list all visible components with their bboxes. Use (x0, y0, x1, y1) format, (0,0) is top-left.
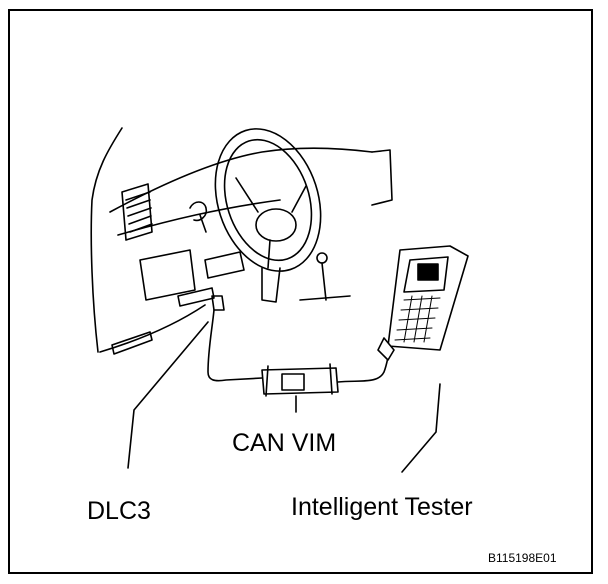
intelligent-tester-label: Intelligent Tester (291, 493, 473, 522)
figure-code-label: B115198E01 (488, 551, 557, 565)
can-vim-label: CAN VIM (232, 429, 336, 458)
steering-wheel-drawing (198, 115, 338, 302)
air-vent-drawing (122, 184, 152, 240)
ignition-key-drawing (190, 202, 206, 232)
shifter-drawing (300, 253, 350, 300)
intelligent-tester-drawing (378, 246, 468, 360)
dashboard-drawing (91, 128, 392, 354)
tester-leader-line (402, 384, 440, 472)
can-vim-drawing (262, 364, 338, 412)
dlc3-cable-drawing (208, 296, 262, 381)
dlc3-label: DLC3 (87, 497, 151, 526)
